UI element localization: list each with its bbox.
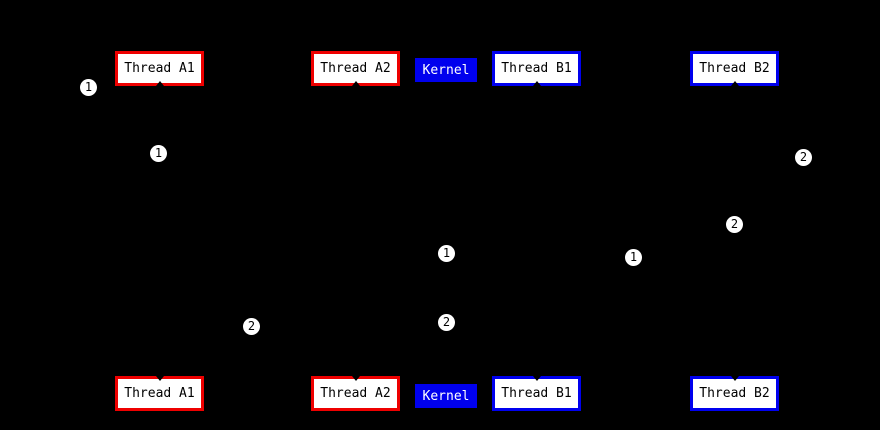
step-badge: 2	[726, 216, 743, 233]
step-badge: 1	[80, 79, 97, 96]
step-badge: 1	[150, 145, 167, 162]
arrowhead-icon	[532, 376, 541, 381]
entity-label: Thread A2	[320, 61, 391, 76]
arrowhead-icon	[351, 376, 360, 381]
entity-label: Thread A1	[124, 61, 195, 76]
step-badge: 1	[625, 249, 642, 266]
entity-box-thread-b2-bottom: Thread B2	[690, 376, 779, 411]
step-badge: 2	[243, 318, 260, 335]
arrowhead-icon	[532, 81, 541, 86]
entity-box-kernel-top: Kernel	[415, 58, 477, 82]
entity-label: Thread B2	[699, 386, 770, 401]
step-badge: 2	[438, 314, 455, 331]
step-badge: 1	[438, 245, 455, 262]
arrowhead-icon	[155, 376, 164, 381]
entity-label: Kernel	[422, 388, 470, 404]
entity-box-thread-b2-top: Thread B2	[690, 51, 779, 86]
entity-label: Thread A2	[320, 386, 391, 401]
entity-label: Thread B2	[699, 61, 770, 76]
entity-label: Kernel	[422, 62, 470, 78]
entity-box-kernel-bottom: Kernel	[415, 384, 477, 408]
entity-box-thread-a1-top: Thread A1	[115, 51, 204, 86]
entity-box-thread-b1-top: Thread B1	[492, 51, 581, 86]
entity-label: Thread B1	[501, 61, 572, 76]
entity-label: Thread A1	[124, 386, 195, 401]
arrowhead-icon	[730, 376, 739, 381]
arrowhead-icon	[351, 81, 360, 86]
entity-box-thread-b1-bottom: Thread B1	[492, 376, 581, 411]
arrowhead-icon	[730, 81, 739, 86]
entity-box-thread-a1-bottom: Thread A1	[115, 376, 204, 411]
step-badge: 2	[795, 149, 812, 166]
arrowhead-icon	[155, 81, 164, 86]
entity-box-thread-a2-top: Thread A2	[311, 51, 400, 86]
entity-box-thread-a2-bottom: Thread A2	[311, 376, 400, 411]
entity-label: Thread B1	[501, 386, 572, 401]
